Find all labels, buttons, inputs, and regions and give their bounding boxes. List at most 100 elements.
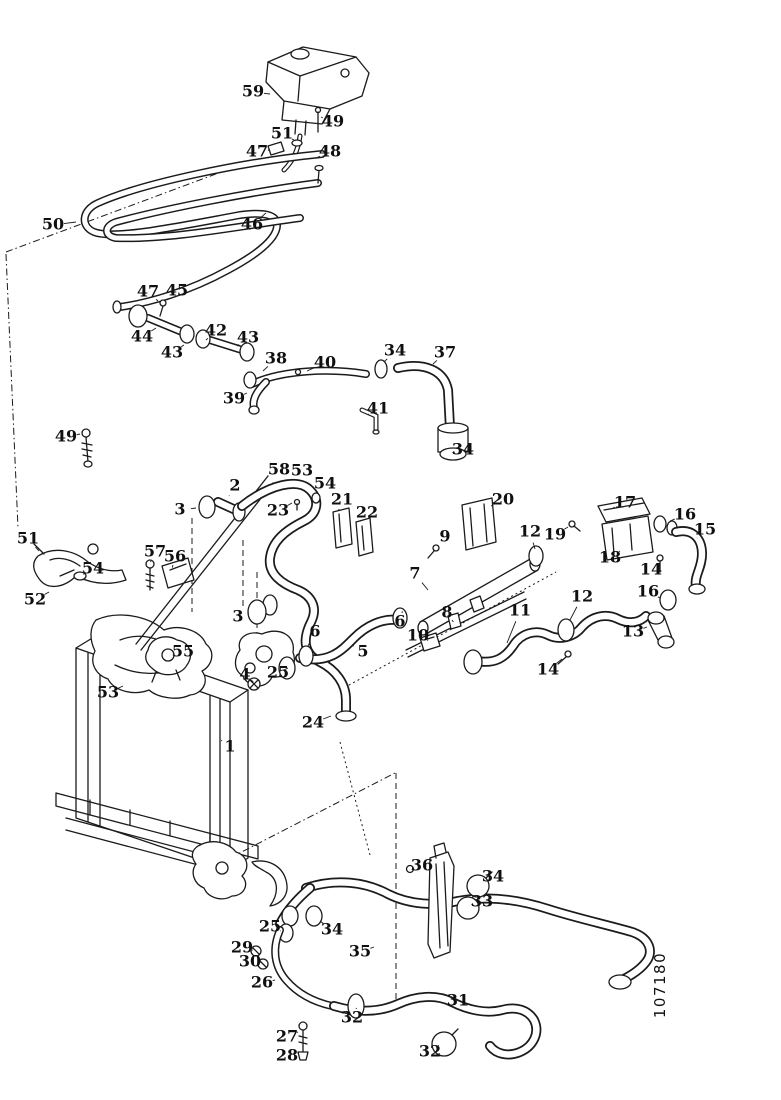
part-label-47: 47	[137, 282, 159, 301]
figure-code: 107180	[651, 952, 669, 1018]
part-label-14: 14	[537, 660, 559, 679]
leader-line-17	[612, 506, 616, 509]
lower-pipe-26	[250, 883, 336, 1061]
part-label-15: 15	[694, 520, 716, 539]
part-label-18: 18	[599, 548, 621, 567]
part-label-8: 8	[441, 603, 452, 622]
part-label-34: 34	[321, 920, 343, 939]
part-label-34: 34	[482, 867, 504, 886]
part-label-51: 51	[17, 529, 39, 548]
part-label-59: 59	[242, 82, 264, 101]
leader-line-37	[432, 360, 438, 365]
part-label-56: 56	[164, 547, 186, 566]
part-label-55: 55	[172, 642, 194, 661]
leader-line-26	[272, 979, 276, 981]
leader-line-43	[236, 344, 240, 347]
leader-line-32	[437, 1045, 440, 1047]
part-label-54: 54	[82, 559, 104, 578]
leader-line-1	[220, 740, 223, 742]
leader-line-20	[490, 504, 494, 507]
leader-line-23	[287, 502, 293, 506]
part-label-14: 14	[640, 560, 662, 579]
part-label-2: 2	[229, 476, 240, 495]
part-label-20: 20	[492, 490, 514, 509]
part-label-7: 7	[409, 564, 420, 583]
leader-line-39	[243, 392, 248, 395]
fitting-cluster	[128, 299, 255, 362]
leader-line-48	[315, 155, 321, 159]
part-label-17: 17	[614, 493, 636, 512]
metal-pipe-7	[405, 544, 544, 658]
leader-line-19	[564, 526, 569, 530]
part-label-13: 13	[622, 622, 644, 641]
part-label-49: 49	[55, 427, 77, 446]
leader-line-51	[35, 546, 40, 552]
part-label-22: 22	[356, 503, 378, 522]
lower-hose-upper	[301, 842, 655, 990]
part-label-48: 48	[319, 142, 341, 161]
part-label-51: 51	[271, 124, 293, 143]
leader-line-34	[452, 451, 456, 454]
heater-pipes	[80, 150, 326, 314]
leader-line-49	[320, 116, 324, 119]
part-label-12: 12	[519, 522, 541, 541]
part-label-3: 3	[232, 607, 243, 626]
thermostat-housing	[234, 594, 296, 691]
part-label-12: 12	[571, 587, 593, 606]
part-label-43: 43	[161, 343, 183, 362]
bolt-49	[81, 428, 93, 468]
part-label-57: 57	[144, 542, 166, 561]
leader-line-38	[262, 366, 269, 372]
leader-line-24	[323, 715, 332, 720]
part-label-38: 38	[265, 349, 287, 368]
leader-line-6	[307, 641, 311, 647]
part-label-30: 30	[239, 952, 261, 971]
part-label-16: 16	[637, 582, 659, 601]
part-label-43: 43	[237, 328, 259, 347]
part-label-25: 25	[267, 663, 289, 682]
part-label-35: 35	[349, 942, 371, 961]
leader-line-11	[506, 621, 517, 644]
part-label-40: 40	[314, 353, 336, 372]
leader-line-56	[171, 564, 174, 568]
part-label-45: 45	[166, 281, 188, 300]
part-label-42: 42	[205, 321, 227, 340]
part-label-29: 29	[231, 938, 253, 957]
part-label-32: 32	[341, 1008, 363, 1027]
mount-group	[145, 557, 195, 683]
leader-line-34	[319, 920, 324, 924]
part-label-49: 49	[322, 112, 344, 131]
part-label-5: 5	[357, 642, 368, 661]
bypass-hose	[295, 607, 408, 667]
leader-line-54	[316, 491, 319, 494]
part-label-24: 24	[302, 713, 324, 732]
leader-line-50	[63, 221, 77, 225]
part-label-16: 16	[674, 505, 696, 524]
right-assembly	[557, 497, 708, 665]
leader-line-12	[532, 542, 536, 550]
leader-line-16	[669, 518, 675, 522]
leader-line-8	[451, 619, 454, 623]
part-label-53: 53	[97, 683, 119, 702]
leader-line-51	[291, 138, 295, 141]
leader-line-5	[351, 644, 354, 647]
leader-line-22	[359, 519, 362, 522]
left-bracket-group	[33, 543, 127, 587]
leader-line-59	[263, 92, 271, 95]
leader-line-3	[190, 507, 197, 510]
leader-line-49	[76, 433, 81, 436]
y-hose-group	[243, 359, 469, 461]
part-label-52: 52	[24, 590, 46, 609]
leader-line-7	[421, 582, 429, 591]
leader-line-35	[370, 946, 375, 949]
part-label-39: 39	[223, 389, 245, 408]
lower-crossmember	[55, 792, 288, 907]
bracket-20	[461, 497, 497, 551]
leader-line-13	[643, 626, 648, 629]
leader-line-42	[205, 338, 209, 341]
part-label-31: 31	[447, 991, 469, 1010]
leader-line-31	[447, 1003, 451, 1006]
part-label-10: 10	[407, 626, 429, 645]
